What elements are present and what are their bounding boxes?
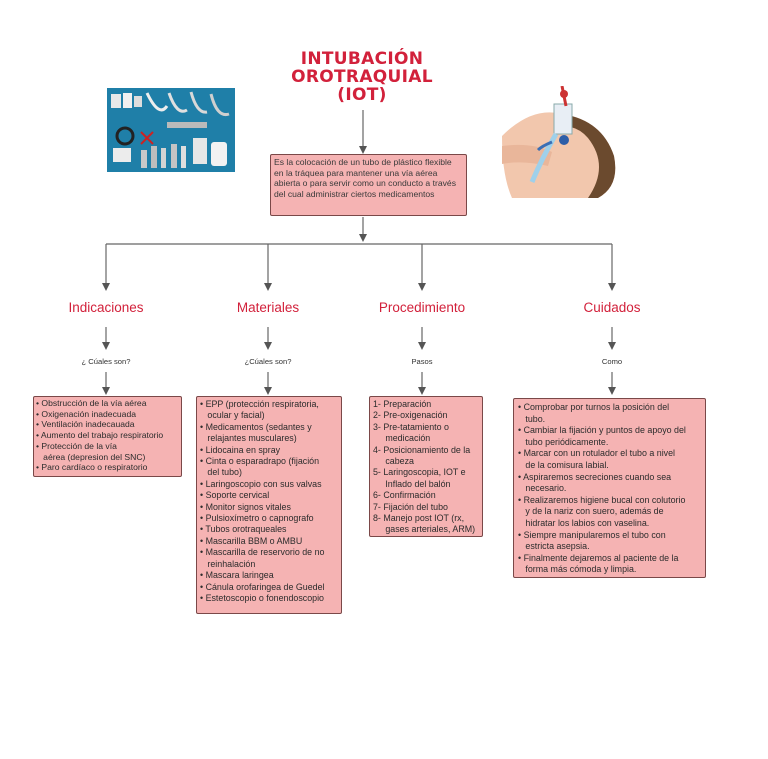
list-item: • Paro cardíaco o respiratorio xyxy=(36,462,148,473)
list-item: • Realizaremos higiene bucal con colutor… xyxy=(518,494,686,528)
title-line-1: INTUBACIÓN xyxy=(300,49,424,69)
list-item: • Laringoscopio con sus valvas xyxy=(200,478,322,489)
cuidados-box: • Comprobar por turnos la posición del t… xyxy=(513,398,706,578)
label-cuidados: Cuidados xyxy=(583,300,641,315)
list-item: 6- Confirmación xyxy=(373,490,436,501)
label-indicaciones: Indicaciones xyxy=(68,300,144,315)
indicaciones-list: • Obstrucción de la vía aérea• Oxigenaci… xyxy=(36,398,179,473)
sublabel-materiales: ¿Cúales son? xyxy=(244,357,292,366)
list-item: • Pulsioxímetro o capnografo xyxy=(200,513,314,524)
intubation-equipment-photo xyxy=(107,88,235,172)
list-item: • Estetoscopio o fonendoscopio xyxy=(200,592,324,603)
list-item: 3- Pre-tatamiento o medicación xyxy=(373,421,449,444)
diagram-title: INTUBACIÓN OROTRAQUIAL (IOT) xyxy=(282,50,442,104)
list-item: • Obstrucción de la vía aérea xyxy=(36,398,147,408)
list-item: • Finalmente dejaremos al paciente de la… xyxy=(518,552,679,575)
list-item: • Mascarilla de reservorio de no reinhal… xyxy=(200,547,325,569)
list-item: • Mascarilla BBM o AMBU xyxy=(200,535,303,546)
list-item: • EPP (protección respiratoria, ocular y… xyxy=(200,399,319,421)
list-item: 4- Posicionamiento de la cabeza xyxy=(373,444,471,467)
list-item: 8- Manejo post IOT (rx, gases arteriales… xyxy=(373,513,476,535)
list-item: • Aspiraremos secreciones cuando sea nec… xyxy=(518,471,672,494)
title-line-2: OROTRAQUIAL xyxy=(291,67,433,87)
list-item: • Cambiar la fijación y puntos de apoyo … xyxy=(518,425,686,447)
materiales-list: • EPP (protección respiratoria, ocular y… xyxy=(200,399,338,604)
title-line-3: (IOT) xyxy=(337,85,387,105)
definition-box: Es la colocación de un tubo de plástico … xyxy=(270,154,467,216)
materiales-box: • EPP (protección respiratoria, ocular y… xyxy=(196,396,342,614)
list-item: • Monitor signos vitales xyxy=(200,501,291,512)
list-item: • Cánula orofaringea de Guedel xyxy=(200,581,325,592)
list-item: • Comprobar por turnos la posición del t… xyxy=(518,402,670,424)
list-item: 7- Fijación del tubo xyxy=(373,501,448,512)
sublabel-indicaciones: ¿ Cúales son? xyxy=(81,357,131,366)
intubated-patient-illustration xyxy=(502,86,616,198)
list-item: • Cinta o esparadrapo (fijación del tubo… xyxy=(200,456,320,478)
list-item: • Oxigenación inadecuada xyxy=(36,408,136,419)
list-item: • Marcar con un rotulador el tubo a nive… xyxy=(518,448,676,470)
list-item: • Siempre manipularemos el tubo con estr… xyxy=(518,529,666,552)
list-item: • Soporte cervical xyxy=(200,490,270,501)
sublabel-procedimiento: Pasos xyxy=(411,357,433,366)
cuidados-list: • Comprobar por turnos la posición del t… xyxy=(518,402,701,576)
list-item: • Tubos orotraqueales xyxy=(200,524,287,535)
label-materiales: Materiales xyxy=(236,300,300,315)
list-item: • Medicamentos (sedantes y relajantes mu… xyxy=(200,421,312,444)
list-item: • Ventilación inadecauada xyxy=(36,419,135,430)
label-procedimiento: Procedimiento xyxy=(378,300,466,315)
list-item: 5- Laringoscopia, IOT e Inflado del baló… xyxy=(373,467,466,489)
list-item: • Aumento del trabajo respiratorio xyxy=(36,430,164,441)
indicaciones-box: • Obstrucción de la vía aérea• Oxigenaci… xyxy=(33,396,182,477)
sublabel-cuidados: Como xyxy=(601,357,623,366)
list-item: • Mascara laringea xyxy=(200,570,274,581)
list-item: 1- Preparación xyxy=(373,399,432,409)
list-item: • Protección de la vía aérea (depresion … xyxy=(36,440,146,462)
list-item: 2- Pre-oxigenación xyxy=(373,410,448,421)
list-item: • Lidocaina en spray xyxy=(200,444,281,455)
